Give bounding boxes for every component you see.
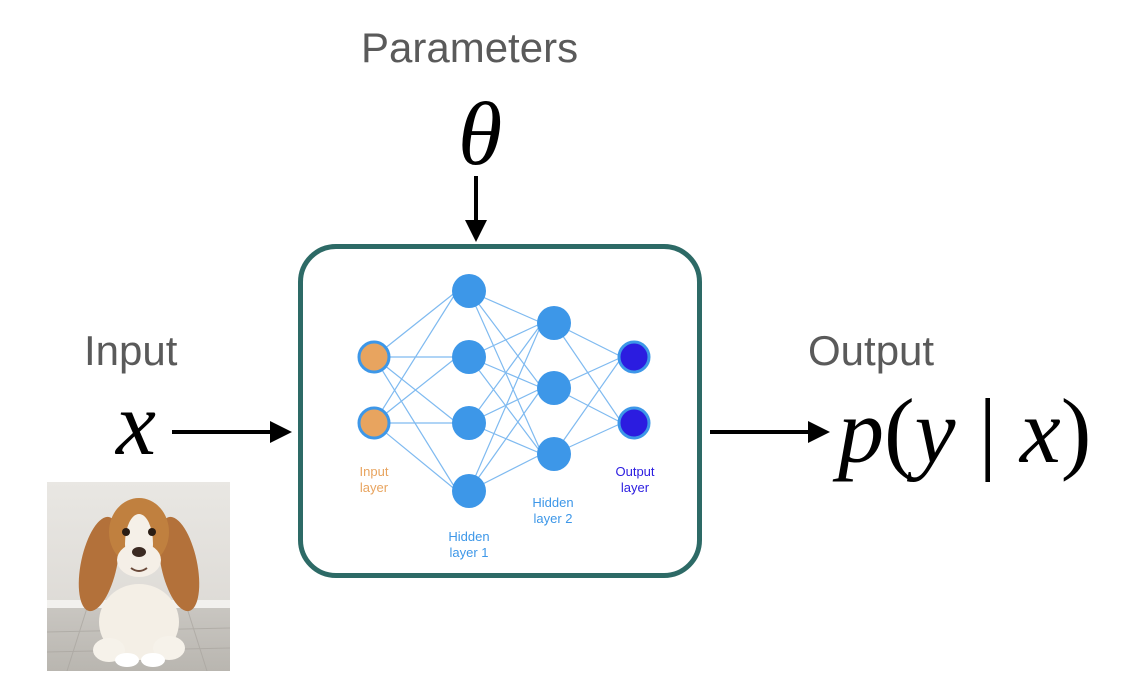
edge-hidden2-3-to-output-1 <box>553 356 623 455</box>
edge-input-1-to-hidden1-1 <box>373 290 458 358</box>
output-layer-label-2: layer <box>621 480 650 495</box>
edge-input-2-to-hidden1-2 <box>373 356 458 424</box>
input-node-1 <box>357 340 391 374</box>
input-label: Input <box>84 327 178 374</box>
neural-network-box: Input layer Hidden layer 1 Hidden layer … <box>298 244 702 578</box>
edge-input-1-to-hidden1-4 <box>373 356 458 492</box>
output-arrow <box>710 421 830 443</box>
output-bar: | <box>955 380 1020 482</box>
output-label: Output <box>808 327 935 374</box>
output-x: x <box>1019 380 1061 482</box>
parameters-arrow <box>465 176 487 242</box>
hidden2-node-1 <box>537 306 571 340</box>
edge-hidden1-4-to-hidden2-1 <box>468 322 543 492</box>
input-layer-label-2: layer <box>360 480 389 495</box>
hidden1-node-1 <box>452 274 486 308</box>
output-open-paren: ( <box>884 380 915 482</box>
hidden1-node-3 <box>452 406 486 440</box>
neural-network-diagram: Input layer Hidden layer 1 Hidden layer … <box>357 274 655 560</box>
input-x-symbol: x <box>116 375 156 474</box>
output-close-paren: ) <box>1060 380 1092 482</box>
hidden-layer-1-label-2: layer 1 <box>449 545 488 560</box>
network-edges <box>373 290 623 492</box>
edge-hidden1-4-to-hidden2-2 <box>468 387 543 492</box>
hidden2-node-2 <box>537 371 571 405</box>
hidden1-node-4 <box>452 474 486 508</box>
hidden-layer-1-label-1: Hidden <box>448 529 489 544</box>
hidden2-node-3 <box>537 437 571 471</box>
output-expression: p(y | x) <box>838 385 1091 477</box>
hidden-layer-2-label-2: layer 2 <box>533 511 572 526</box>
input-node-2 <box>357 406 391 440</box>
hidden1-node-2 <box>452 340 486 374</box>
edge-hidden1-3-to-hidden2-1 <box>468 322 543 424</box>
output-node-2 <box>617 406 651 440</box>
edge-input-2-to-hidden1-4 <box>373 422 458 492</box>
hidden-layer-2-label-1: Hidden <box>532 495 573 510</box>
parameters-label: Parameters <box>361 24 579 71</box>
output-node-1 <box>617 340 651 374</box>
theta-symbol: θ <box>458 85 503 184</box>
output-layer-label-1: Output <box>615 464 654 479</box>
output-p: p <box>838 380 884 482</box>
edge-input-2-to-hidden1-1 <box>373 290 458 424</box>
dog-photo <box>47 482 230 671</box>
network-nodes <box>357 274 651 508</box>
input-layer-label-1: Input <box>360 464 389 479</box>
output-y: y <box>914 380 956 482</box>
input-arrow <box>172 421 292 443</box>
